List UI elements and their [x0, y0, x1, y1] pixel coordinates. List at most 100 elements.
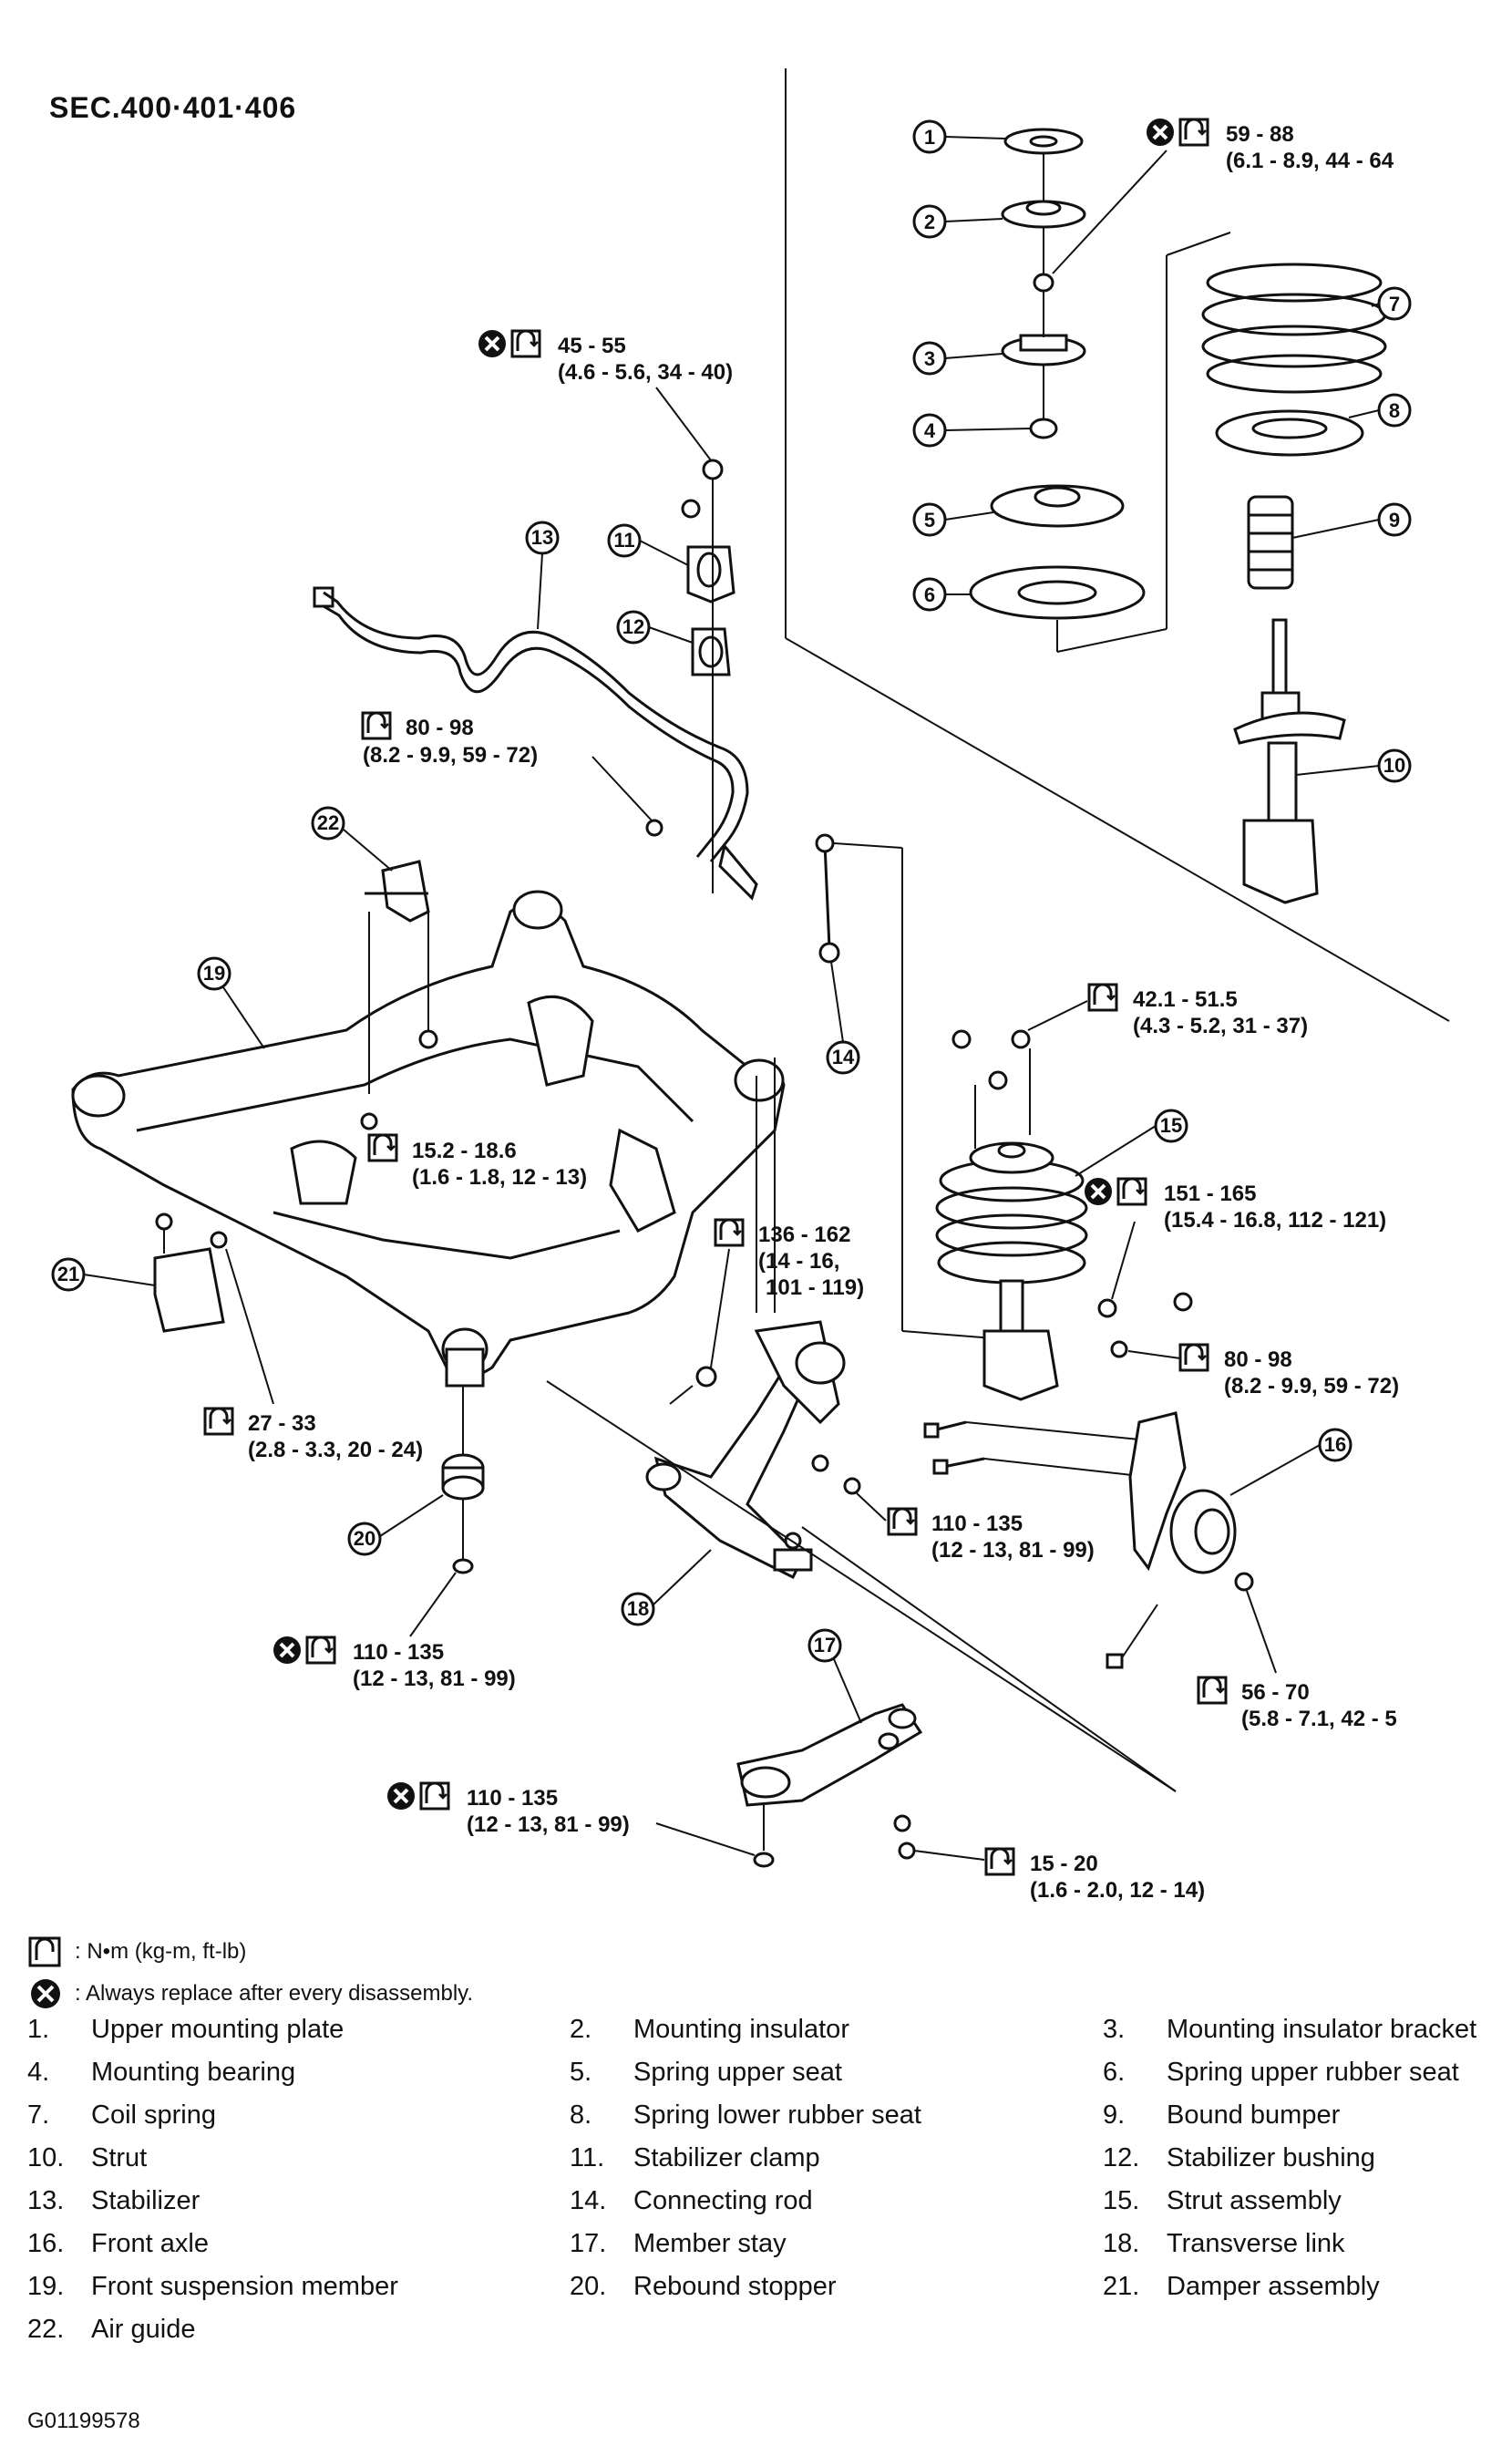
part-item: 7.Coil spring [27, 2100, 216, 2130]
part-item: 22.Air guide [27, 2315, 196, 2344]
svg-text:8: 8 [1389, 399, 1400, 422]
torque-conversion: (4.6 - 5.6, 34 - 40) [558, 360, 733, 385]
svg-text:12: 12 [622, 615, 644, 638]
legend-replace-text: : Always replace after every disassembly… [75, 1981, 474, 2006]
svg-text:5: 5 [924, 509, 935, 531]
svg-text:11: 11 [613, 529, 634, 552]
torque-conversion: (1.6 - 2.0, 12 - 14) [1030, 1878, 1205, 1903]
strut-guide-lines [1043, 153, 1231, 653]
torque-conversion: (12 - 13, 81 - 99) [353, 1667, 516, 1691]
torque-callout-27-33: 27 - 33 (2.8 - 3.3, 20 - 24) [203, 1248, 423, 1462]
svg-text:2: 2 [924, 211, 935, 233]
torque-conversion: (6.1 - 8.9, 44 - 64 [1226, 149, 1394, 173]
stabilizer-clamp [681, 459, 735, 893]
torque-conversion: (5.8 - 7.1, 42 - 5 [1241, 1707, 1397, 1731]
balloon-21: 21 [51, 1257, 156, 1292]
torque-value: 80 - 98 [1224, 1347, 1292, 1372]
torque-callout-136-162: 136 - 162 (14 - 16, 101 - 119) [710, 1218, 864, 1368]
figure-code: G01199578 [27, 2409, 140, 2433]
svg-text:19: 19 [203, 962, 225, 985]
legend-replace: : Always replace after every disassembly… [27, 1973, 473, 2015]
part-item: 6.Spring upper rubber seat [1103, 2058, 1459, 2087]
torque-conversion: (12 - 13, 81 - 99) [467, 1812, 630, 1837]
torque-callout-110-135-b: 110 - 135 (12 - 13, 81 - 99) [272, 1572, 516, 1691]
torque-callout-110-135-a: 110 - 135 (12 - 13, 81 - 99) [856, 1492, 1095, 1563]
torque-value: 136 - 162 [758, 1223, 850, 1247]
torque-value: 15.2 - 18.6 [412, 1139, 517, 1163]
rebound-stopper [441, 1386, 485, 1574]
legend-torque-text: : N•m (kg-m, ft-lb) [75, 1939, 247, 1964]
balloon-9: 9 [1291, 502, 1412, 539]
torque-callout-42-51: 42.1 - 51.5 (4.3 - 5.2, 31 - 37) [1027, 983, 1308, 1038]
svg-text:9: 9 [1389, 509, 1400, 531]
torque-callout-151-165: 151 - 165 (15.4 - 16.8, 112 - 121) [1083, 1176, 1386, 1300]
torque-conversion-2: 101 - 119) [766, 1275, 864, 1300]
torque-callout-80-98-upper: 80 - 98 (8.2 - 9.9, 59 - 72) [361, 711, 663, 837]
balloon-22: 22 [311, 806, 393, 872]
part-item: 13.Stabilizer [27, 2186, 201, 2215]
torque-value: 15 - 20 [1030, 1852, 1098, 1876]
torque-conversion: (12 - 13, 81 - 99) [931, 1538, 1095, 1563]
torque-conversion: (4.3 - 5.2, 31 - 37) [1133, 1014, 1308, 1038]
balloon-8: 8 [1348, 393, 1412, 428]
strut-bolts [923, 1420, 1149, 1478]
part-item: 1.Upper mounting plate [27, 2015, 345, 2044]
part-item: 11.Stabilizer clamp [570, 2143, 820, 2172]
exploded-view-diagram: 1 2 3 4 5 6 7 8 9 10 11 12 13 14 15 16 1… [51, 68, 1450, 1903]
torque-value: 151 - 165 [1164, 1182, 1256, 1206]
balloon-16: 16 [1229, 1428, 1353, 1496]
transverse-link [645, 1058, 861, 1580]
torque-conversion: (15.4 - 16.8, 112 - 121) [1164, 1208, 1386, 1233]
balloon-4: 4 [912, 413, 1032, 448]
svg-text:7: 7 [1389, 293, 1400, 315]
svg-text:15: 15 [1160, 1114, 1182, 1137]
torque-wrench-icon [28, 1936, 61, 1967]
balloon-17: 17 [807, 1628, 862, 1724]
torque-conversion: (2.8 - 3.3, 20 - 24) [248, 1438, 423, 1462]
torque-value: 42.1 - 51.5 [1133, 987, 1238, 1012]
balloon-13: 13 [525, 521, 560, 630]
torque-conversion: (8.2 - 9.9, 59 - 72) [1224, 1374, 1399, 1398]
part-item: 16.Front axle [27, 2229, 209, 2258]
replace-x-icon [31, 1979, 60, 2008]
svg-text:3: 3 [924, 347, 935, 370]
front-suspension-member [71, 890, 786, 1388]
part-item: 12.Stabilizer bushing [1103, 2143, 1375, 2172]
balloon-14: 14 [826, 961, 860, 1075]
part-item: 14.Connecting rod [570, 2186, 813, 2215]
part-item: 10.Strut [27, 2143, 148, 2172]
part-item: 18.Transverse link [1103, 2229, 1345, 2258]
part-item: 2.Mounting insulator [570, 2015, 849, 2044]
svg-text:4: 4 [924, 419, 936, 442]
part-item: 8.Spring lower rubber seat [570, 2100, 921, 2130]
torque-callout-15-18: 15.2 - 18.6 (1.6 - 1.8, 12 - 13) [367, 1133, 587, 1190]
part-number-balloons: 1 2 3 4 5 6 7 8 9 10 11 12 13 14 15 16 1… [51, 119, 1412, 1724]
legend-torque: : N•m (kg-m, ft-lb) [27, 1931, 473, 1973]
svg-text:1: 1 [924, 126, 935, 149]
torque-value: 110 - 135 [353, 1640, 444, 1665]
member-stay [546, 1380, 1177, 1868]
torque-callout-59-88: 59 - 88 (6.1 - 8.9, 44 - 64 [1052, 117, 1394, 274]
part-item: 21.Damper assembly [1103, 2272, 1380, 2301]
torque-conversion: (8.2 - 9.9, 59 - 72) [363, 743, 538, 768]
torque-value: 56 - 70 [1241, 1680, 1310, 1705]
svg-text:16: 16 [1324, 1433, 1346, 1456]
torque-callout-45-55: 45 - 55 (4.6 - 5.6, 34 - 40) [477, 328, 733, 461]
torque-callout-15-20: 15 - 20 (1.6 - 2.0, 12 - 14) [913, 1847, 1205, 1903]
balloon-15: 15 [1075, 1109, 1188, 1177]
torque-value: 80 - 98 [406, 716, 474, 740]
svg-text:17: 17 [814, 1634, 836, 1656]
torque-value: 110 - 135 [931, 1512, 1023, 1536]
section-title: SEC.400·401·406 [49, 91, 297, 124]
air-guide [360, 860, 438, 1130]
svg-text:18: 18 [627, 1597, 649, 1620]
balloon-5: 5 [912, 502, 994, 537]
torque-callout-56-70: 56 - 70 (5.8 - 7.1, 42 - 5 [1197, 1590, 1397, 1731]
part-item: 20.Rebound stopper [570, 2272, 837, 2301]
torque-conversion: (14 - 16, [758, 1249, 839, 1274]
balloon-6: 6 [912, 577, 971, 612]
balloon-12: 12 [616, 610, 694, 645]
svg-text:22: 22 [317, 811, 339, 834]
balloon-7: 7 [1371, 286, 1412, 321]
svg-text:21: 21 [57, 1263, 79, 1285]
